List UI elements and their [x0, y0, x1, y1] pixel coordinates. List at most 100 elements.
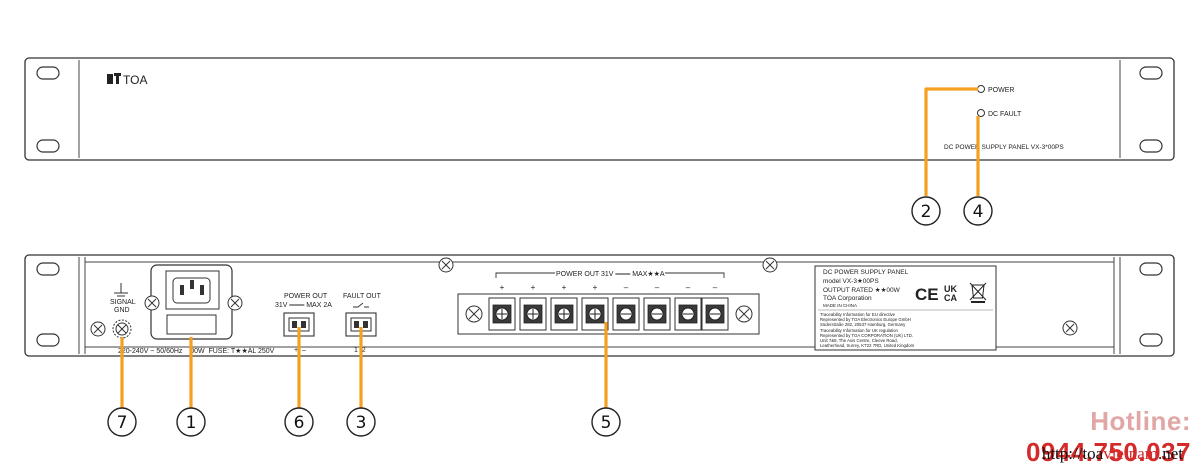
url-prefix: http://toa: [1041, 444, 1104, 463]
callout-3: 3: [346, 407, 376, 437]
terminal-screw: [643, 297, 671, 331]
power-out-rating: 31V ═══ MAX 2A: [275, 302, 332, 309]
terminal-screw: [674, 297, 702, 331]
callout-1-number: 1: [186, 413, 197, 433]
leader-lines: [120, 87, 980, 408]
plate-uk-line: Represented by TOA CORPORATION (UK) LTD.: [820, 333, 913, 338]
terminal-polarity: –: [686, 283, 691, 292]
website-url[interactable]: http://toavietnam.net: [1000, 444, 1183, 464]
plate-uk-line: Unit 7&8, The Axis Centre, Cleeve Road,: [820, 338, 898, 343]
terminal-polarity: +: [593, 283, 598, 292]
front-right-top-ear-slot: [1139, 66, 1163, 80]
ac-inlet-right-screw: [227, 295, 243, 311]
ground-symbol-icon: [114, 283, 128, 297]
plate-uk-line: Leatherhead, Surrey, KT22 7RD, United Ki…: [820, 343, 915, 348]
front-panel: TOA POWER DC FAULT DC POWER SUPPLY PANEL…: [24, 57, 1175, 161]
power-led-label: POWER: [988, 87, 1014, 94]
ukca-mark-ca: CA: [944, 293, 957, 303]
signal-gnd-label-line1: SIGNAL: [110, 299, 136, 306]
terminal-polarity: +: [562, 283, 567, 292]
plate-line1: DC POWER SUPPLY PANEL: [823, 269, 909, 276]
power-led: [977, 85, 985, 93]
callout-7-number: 7: [117, 413, 128, 433]
plate-line3: OUTPUT RATED ★★00W: [823, 286, 901, 294]
fault-out-title: FAULT OUT: [343, 293, 382, 300]
terminal-strip: [457, 293, 760, 335]
rear-top-screw-left: [438, 257, 454, 273]
power-out-connector: [283, 312, 315, 337]
terminal-polarity: +: [500, 283, 505, 292]
signal-gnd-label-line2: GND: [114, 307, 130, 314]
ce-mark: CE: [915, 285, 939, 304]
terminal-screw: [612, 297, 640, 331]
hotline-number: 0944.750.037: [1025, 437, 1191, 467]
terminal-title: POWER OUT 31V ═══ MAX★★A: [556, 270, 665, 278]
terminal-screw: [488, 297, 516, 331]
leader-2: [924, 87, 978, 196]
ac-rating-label: 220-240V ~ 50/60Hz 00W FUSE: T★★AL 250V: [118, 347, 275, 355]
signal-gnd-terminal: [112, 319, 132, 339]
plate-eu-line: Represented by TOA Electronics Europe Gm…: [820, 317, 911, 322]
url-suffix: .net: [1157, 444, 1183, 463]
url-red: vietnam: [1103, 444, 1158, 463]
rear-panel-body: [24, 254, 1175, 357]
dc-fault-led-label: DC FAULT: [988, 111, 1022, 118]
ac-inlet-left-screw: [144, 295, 160, 311]
terminal-polarity: –: [624, 283, 629, 292]
plate-eu-line: Traceability Information for EU directiv…: [820, 312, 896, 317]
rear-left-bottom-ear-slot: [36, 333, 60, 347]
terminal-polarity: –: [655, 283, 660, 292]
callout-4-number: 4: [973, 202, 984, 222]
callout-7: 7: [107, 407, 137, 437]
front-panel-body: [24, 57, 1175, 161]
callout-6: 6: [284, 407, 314, 437]
front-left-top-ear-slot: [36, 66, 60, 80]
ukca-mark: UK: [944, 284, 957, 294]
callout-4: 4: [963, 196, 993, 226]
plate-eu-line: Süderstraße 282, 20537 Hamburg, Germany: [820, 322, 906, 327]
toa-logo: TOA: [107, 73, 147, 87]
terminal-screw: [581, 297, 609, 331]
weee-bin-icon: [969, 282, 987, 303]
rear-right-top-ear-slot: [1139, 262, 1163, 276]
ac-inlet: [150, 264, 233, 340]
rear-left-screw: [90, 321, 106, 337]
plate-line2: model VX-3★00PS: [823, 277, 879, 285]
callout-2: 2: [911, 196, 941, 226]
plate-line5: MADE IN CHINA: [823, 303, 857, 308]
callout-2-number: 2: [921, 202, 932, 222]
terminal-screw: [519, 297, 547, 331]
front-model-caption: DC POWER SUPPLY PANEL VX-3*00PS: [944, 144, 1064, 151]
terminal-polarity: +: [531, 283, 536, 292]
callout-6-number: 6: [294, 413, 305, 433]
hotline-label: Hotline:: [1090, 406, 1191, 436]
front-right-bottom-ear-slot: [1139, 139, 1163, 153]
terminal-end-cap-left: [465, 305, 483, 323]
rear-right-bottom-ear-slot: [1139, 333, 1163, 347]
plate-line4: TOA Corporation: [823, 295, 872, 302]
callout-3-number: 3: [356, 413, 367, 433]
dc-fault-led: [977, 109, 985, 117]
callout-5: 5: [591, 407, 621, 437]
terminal-bracket: [495, 272, 725, 278]
front-left-bottom-ear-slot: [36, 139, 60, 153]
rear-panel: SIGNAL GND: [24, 254, 1175, 357]
terminal-polarity: –: [713, 283, 718, 292]
plate-uk-line: Traceability Information for UK regulati…: [820, 328, 899, 333]
rear-left-top-ear-slot: [36, 262, 60, 276]
relay-contact-icon: [353, 302, 369, 308]
power-out-title: POWER OUT: [284, 293, 328, 300]
callout-5-number: 5: [601, 413, 612, 433]
rear-top-screw-right: [762, 257, 778, 273]
terminal-screw: [701, 297, 729, 331]
terminal-polarity-row: + + + + – – – –: [500, 283, 718, 292]
toa-logo-text: TOA: [123, 73, 147, 87]
terminal-screw: [550, 297, 578, 331]
rear-right-screw: [1062, 320, 1078, 336]
callout-1: 1: [176, 407, 206, 437]
hotline-watermark: Hotline: 0944.750.037: [951, 406, 1191, 468]
rating-label-plate: DC POWER SUPPLY PANEL model VX-3★00PS OU…: [814, 265, 997, 351]
terminal-end-cap-right: [735, 305, 753, 323]
fuse-holder: [166, 314, 217, 335]
